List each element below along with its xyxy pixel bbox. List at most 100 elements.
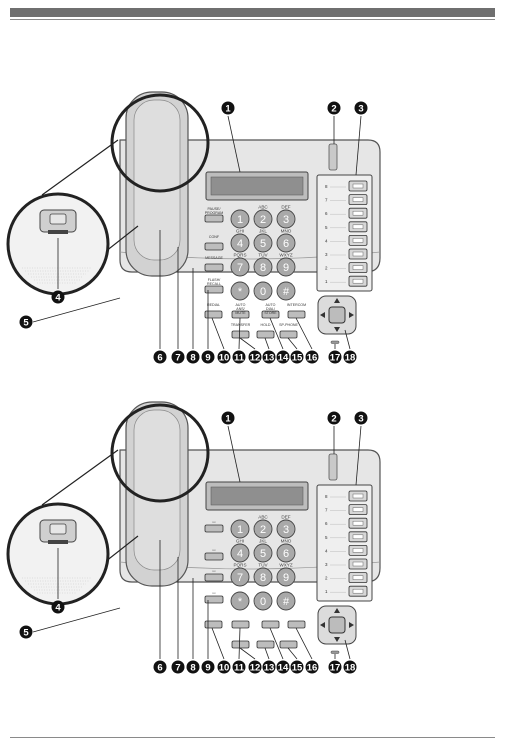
hook-switch (49, 523, 67, 535)
page-header-bar (10, 8, 495, 17)
callout-number: 1 (225, 413, 231, 424)
function-button-label: RECALL (207, 282, 221, 286)
lcd-screen (210, 176, 304, 196)
callout-marker (290, 660, 304, 674)
magnifier-ring-small (110, 93, 210, 193)
callout-number: 10 (219, 662, 230, 673)
dial-key (253, 281, 273, 301)
callout-number: 9 (205, 352, 210, 363)
dial-key-digit: 2 (260, 524, 266, 536)
callout-number: 8 (190, 662, 195, 673)
callout-number: 4 (55, 292, 61, 303)
flex-button-number: 2 (325, 266, 328, 271)
callout-number: 16 (307, 352, 318, 363)
function-button-label: TRANSFER (231, 323, 251, 327)
dial-key-letters: JKL (259, 229, 267, 234)
hook-switch (49, 213, 67, 225)
callout-number: 4 (55, 602, 61, 613)
dial-key-digit: 5 (260, 548, 266, 560)
callout-number: 16 (307, 662, 318, 673)
callout-leader (227, 115, 241, 173)
nav-down-icon (334, 637, 340, 642)
callout-number: 15 (292, 352, 303, 363)
callout-leader (32, 297, 121, 323)
nav-left-icon (320, 312, 325, 318)
dial-key (253, 233, 273, 253)
dial-key-letters: WXYZ (279, 253, 292, 258)
ringer-indicator (328, 453, 338, 481)
flex-button-lamp (352, 210, 364, 216)
callout-marker (248, 660, 262, 674)
lcd-screen (210, 486, 304, 506)
callout-leader (295, 317, 313, 350)
dial-key-digit: 9 (283, 572, 289, 584)
dial-key (230, 209, 250, 229)
function-button-label: ANS/ (236, 307, 244, 311)
callout-number: 18 (345, 352, 356, 363)
callout-marker (51, 600, 65, 614)
function-button-label: PAUSE/ (208, 207, 221, 211)
callout-number: 15 (292, 662, 303, 673)
flex-button-number: 1 (325, 279, 328, 284)
flex-button-panel (316, 484, 373, 602)
callout-leader (287, 647, 298, 660)
dial-key-digit: 7 (237, 572, 243, 584)
dial-key (230, 543, 250, 563)
flex-button-lamp (352, 183, 364, 189)
navigator-enter (328, 616, 346, 634)
dial-key (276, 543, 296, 563)
function-button (204, 620, 223, 629)
callout-marker (305, 350, 319, 364)
callout-number: 18 (345, 662, 356, 673)
flex-button-number: 7 (325, 508, 328, 513)
callout-leader (344, 329, 351, 350)
ringer-indicator (328, 143, 338, 171)
dial-key-letters: DEF (281, 515, 290, 520)
flex-button-lamp (352, 493, 364, 499)
flex-button-lamp (352, 561, 364, 567)
function-button (256, 330, 275, 339)
callout-leader (295, 627, 313, 660)
callout-marker (201, 660, 215, 674)
callout-marker (343, 660, 357, 674)
dial-key-digit: # (283, 286, 290, 298)
callout-marker (186, 350, 200, 364)
callout-marker (217, 350, 231, 364)
dial-key (276, 257, 296, 277)
callout-number: 11 (234, 662, 245, 673)
callout-number: 6 (157, 662, 162, 673)
function-button (204, 214, 224, 223)
callout-number: 8 (190, 352, 195, 363)
flex-button-number: 4 (325, 238, 328, 243)
function-button (261, 620, 280, 629)
page-header-rule (10, 19, 495, 20)
callout-number: 5 (23, 317, 29, 328)
dial-key-digit: 2 (260, 214, 266, 226)
callout-marker (153, 350, 167, 364)
callout-number: 9 (205, 662, 210, 673)
function-button (204, 573, 224, 582)
dial-key (230, 233, 250, 253)
flex-button-lamp (352, 238, 364, 243)
function-button-label: STORE (264, 311, 277, 315)
recall-icon: ▭ (212, 591, 216, 595)
flex-button-number: 4 (325, 548, 328, 553)
callout-number: 13 (264, 662, 275, 673)
callout-number: 10 (219, 352, 230, 363)
hook-slot (48, 540, 68, 544)
nav-up-icon (334, 298, 340, 303)
callout-number: 6 (157, 352, 162, 363)
flex-button-lamp (352, 507, 364, 512)
callout-marker (19, 315, 33, 329)
callout-marker (262, 350, 276, 364)
conference-icon: ▭ (212, 548, 216, 552)
function-button-label: HOLD (261, 323, 271, 327)
callout-marker (232, 660, 246, 674)
dial-key (276, 519, 296, 539)
dial-key-digit: 7 (237, 262, 243, 274)
dial-key-digit: 5 (260, 238, 266, 250)
dial-key-letters: MNO (281, 229, 292, 234)
